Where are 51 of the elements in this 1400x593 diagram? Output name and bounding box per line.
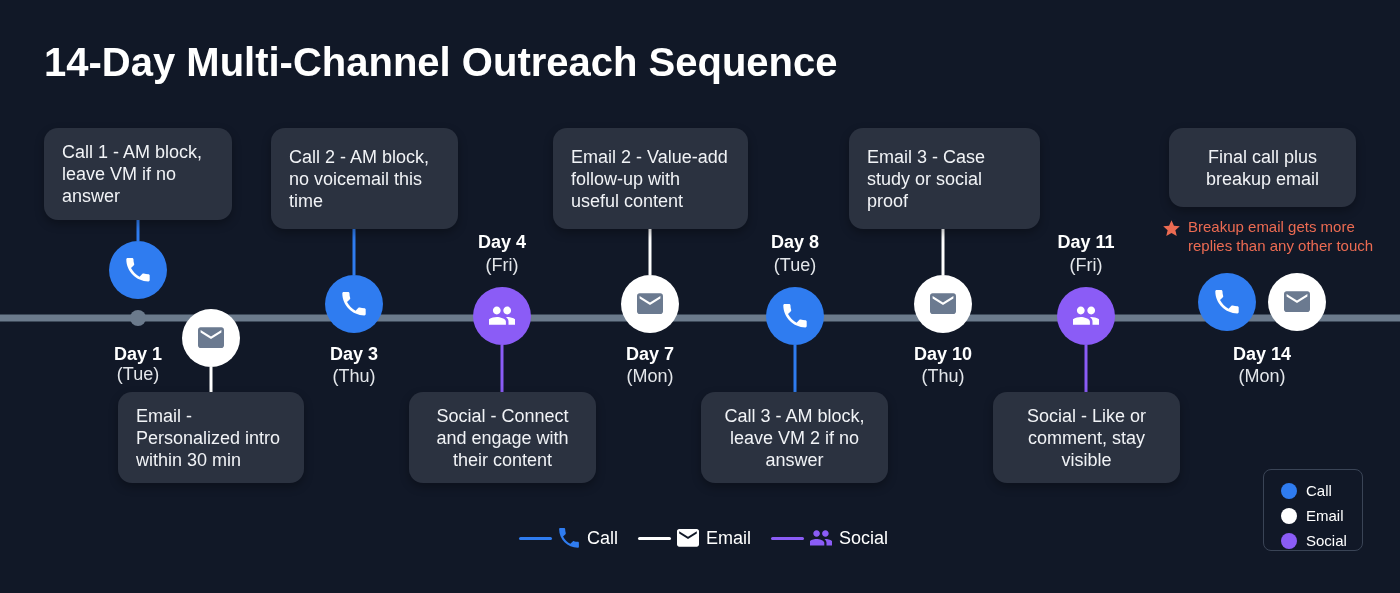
legend-label: Email bbox=[706, 528, 752, 549]
timeline-marker bbox=[1057, 287, 1115, 345]
timeline-marker bbox=[766, 287, 824, 345]
step-card: Call 2 - AM block, no voicemail this time bbox=[271, 128, 458, 229]
connector-line bbox=[941, 229, 945, 275]
step-card: Email 2 - Value-add follow-up with useful content bbox=[553, 128, 748, 229]
title: 14-Day Multi-Channel Outreach Sequence bbox=[44, 40, 838, 85]
day-label: Day 4 bbox=[478, 232, 526, 253]
timeline-marker bbox=[325, 275, 383, 333]
weekday-label: (Tue) bbox=[116, 364, 160, 385]
weekday-label: (Fri) bbox=[1069, 255, 1103, 276]
connector-line bbox=[1084, 345, 1088, 392]
legend-label: Email bbox=[1306, 507, 1344, 524]
legend-label: Call bbox=[1306, 482, 1332, 499]
weekday-label: (Tue) bbox=[773, 255, 817, 276]
connector-line bbox=[793, 345, 797, 392]
step-card: Final call plus breakup email bbox=[1169, 128, 1356, 207]
weekday-label: (Thu) bbox=[921, 366, 965, 387]
note-text: Breakup email gets more replies than any other touch bbox=[1188, 217, 1375, 255]
connector-line bbox=[209, 367, 213, 392]
legend-label: Social bbox=[1306, 532, 1347, 549]
step-card: Call 1 - AM block, leave VM if no answer bbox=[44, 128, 232, 220]
weekday-label: (Mon) bbox=[626, 366, 674, 387]
legend-label: Social bbox=[839, 528, 889, 549]
step-card: Social - Like or comment, stay visible bbox=[993, 392, 1180, 483]
weekday-label: (Thu) bbox=[332, 366, 376, 387]
weekday-label: (Mon) bbox=[1238, 366, 1286, 387]
timeline-marker bbox=[182, 309, 240, 367]
legend-label: Call bbox=[587, 528, 618, 549]
step-card: Email 3 - Case study or social proof bbox=[849, 128, 1040, 229]
timeline-marker bbox=[621, 275, 679, 333]
weekday-label: (Fri) bbox=[485, 255, 519, 276]
step-card: Call 3 - AM block, leave VM 2 if no answer bbox=[701, 392, 888, 483]
day-label: Day 7 bbox=[626, 344, 674, 365]
connector-line bbox=[648, 229, 652, 275]
timeline-marker bbox=[473, 287, 531, 345]
step-card: Email - Personalized intro within 30 min bbox=[118, 392, 304, 483]
connector-line bbox=[136, 220, 140, 241]
step-card: Social - Connect and engage with their content bbox=[409, 392, 596, 483]
day-label: Day 10 bbox=[914, 344, 972, 365]
day-label: Day 8 bbox=[771, 232, 819, 253]
timeline-marker bbox=[1268, 273, 1326, 331]
timeline-marker bbox=[914, 275, 972, 333]
day-label: Day 3 bbox=[330, 344, 378, 365]
day-label: Day 14 bbox=[1233, 344, 1291, 365]
timeline-marker bbox=[1198, 273, 1256, 331]
day-label: Day 11 bbox=[1057, 232, 1115, 253]
day-label: Day 1 bbox=[114, 344, 162, 365]
connector-line bbox=[500, 345, 504, 392]
connector-line bbox=[352, 229, 356, 275]
timeline-marker bbox=[109, 241, 167, 299]
